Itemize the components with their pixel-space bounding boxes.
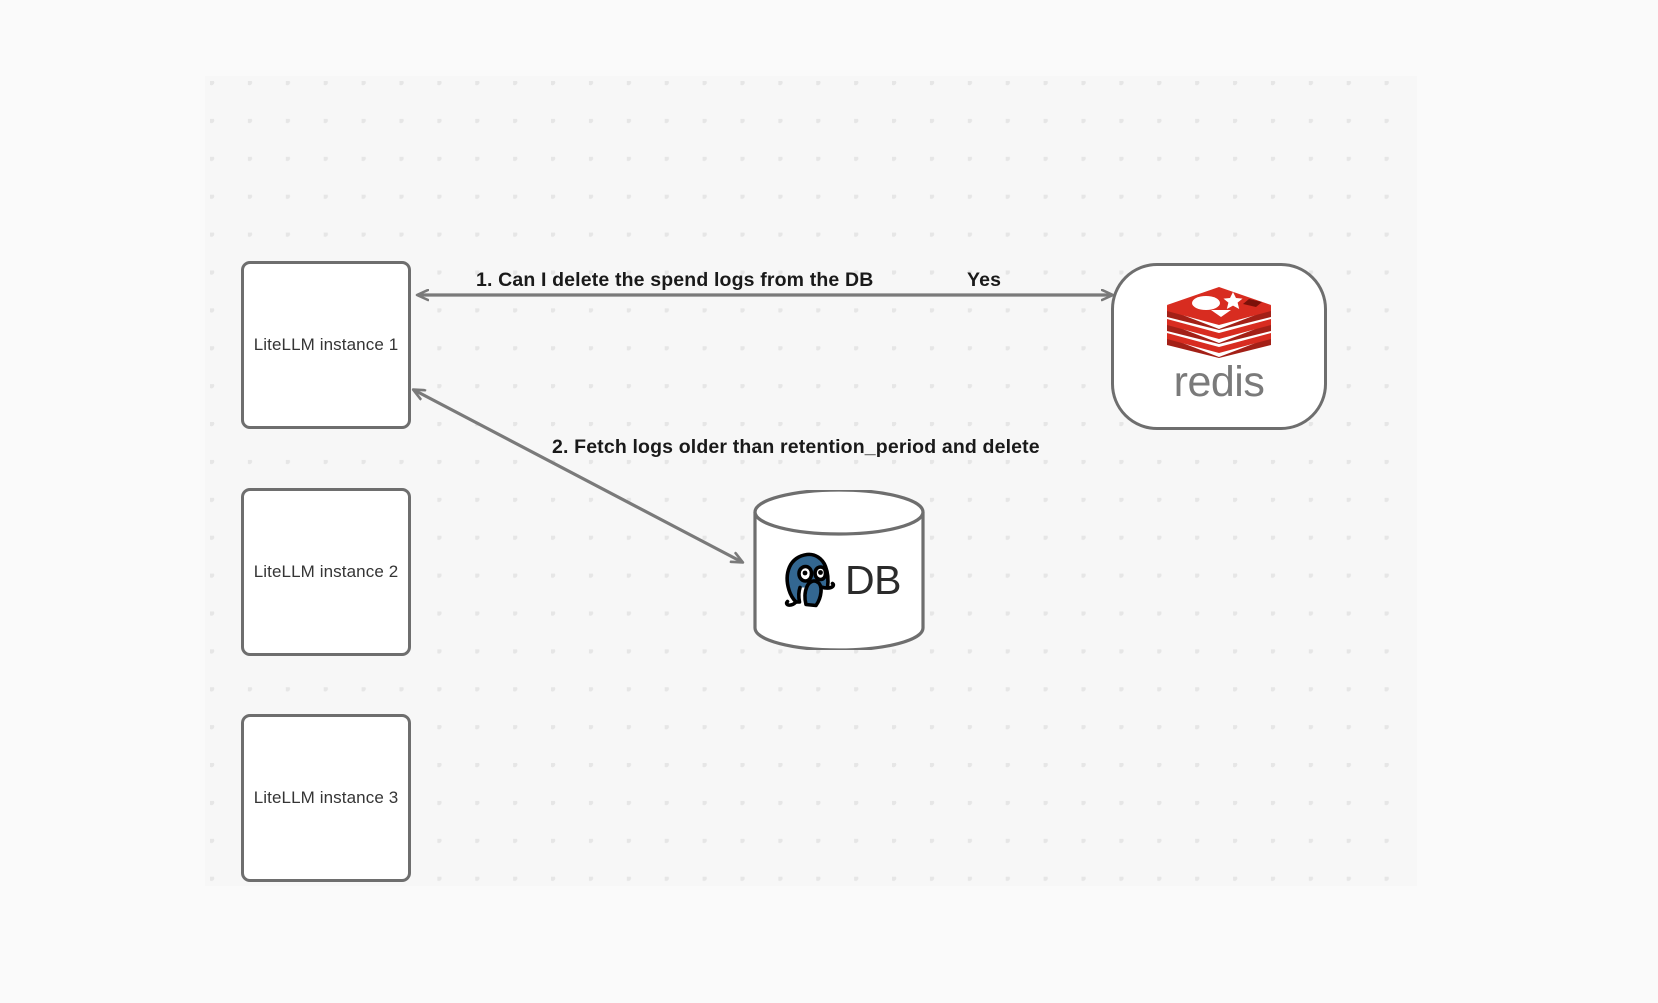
edge-label-step-2: 2. Fetch logs older than retention_perio… — [552, 436, 1040, 458]
redis-stack-logo-icon — [1167, 287, 1271, 358]
node-database[interactable]: DB — [752, 488, 926, 652]
redis-wordmark: redis — [1173, 358, 1265, 406]
edge-label-yes: Yes — [967, 269, 1002, 291]
node-litellm-instance-1-label: LiteLLM instance 1 — [253, 335, 399, 354]
database-label-row: DB — [752, 544, 926, 616]
node-litellm-instance-3[interactable]: LiteLLM instance 3 — [241, 714, 411, 882]
node-litellm-instance-2[interactable]: LiteLLM instance 2 — [241, 488, 411, 656]
node-litellm-instance-2-label: LiteLLM instance 2 — [253, 562, 399, 581]
node-redis[interactable]: redis — [1111, 263, 1327, 430]
database-label: DB — [845, 556, 901, 603]
database-cylinder-shape — [753, 488, 925, 652]
node-litellm-instance-1[interactable]: LiteLLM instance 1 — [241, 261, 411, 429]
node-litellm-instance-3-label: LiteLLM instance 3 — [253, 788, 399, 807]
redis-logo-wrap: redis — [1163, 285, 1275, 404]
postgresql-elephant-icon — [784, 552, 836, 608]
edge-label-step-1: 1. Can I delete the spend logs from the … — [476, 269, 874, 291]
edge-litellm1-database — [414, 390, 742, 562]
